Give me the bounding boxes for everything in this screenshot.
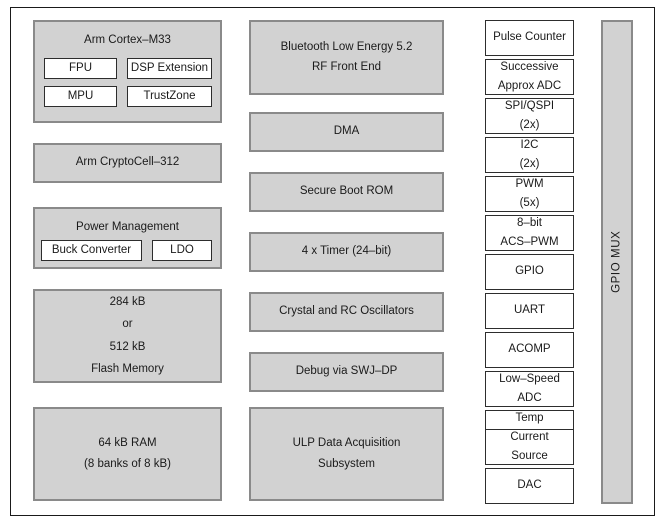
oscillators-label: Crystal and RC Oscillators	[279, 305, 414, 318]
dsp-extension-label: DSP Extension	[130, 61, 209, 74]
low-speed-adc-block: Low–Speed ADC	[485, 371, 574, 407]
i2c-block: I2C (2x)	[485, 137, 574, 173]
dsp-extension-subblock: DSP Extension	[127, 58, 212, 79]
flash-line-2: or	[122, 318, 133, 330]
dma-block: DMA	[249, 112, 444, 152]
pwm-block: PWM (5x)	[485, 176, 574, 212]
sar-adc-block: Successive Approx ADC	[485, 59, 574, 95]
ble-radio-line-1: Bluetooth Low Energy 5.2	[280, 40, 413, 53]
ram-line-1: 64 kB RAM	[98, 437, 157, 449]
cortex-m33-label: Arm Cortex–M33	[84, 34, 171, 46]
secure-boot-rom-block: Secure Boot ROM	[249, 172, 444, 212]
ble-radio-block: Bluetooth Low Energy 5.2 RF Front End	[249, 20, 444, 95]
secure-boot-rom-label: Secure Boot ROM	[299, 185, 394, 198]
flash-line-1: 284 kB	[109, 295, 146, 308]
acs-pwm-line-1: 8–bit	[517, 217, 542, 229]
spi-qspi-line-1: SPI/QSPI	[504, 100, 555, 112]
timer-label: 4 x Timer (24–bit)	[301, 245, 392, 258]
acs-pwm-block: 8–bit ACS–PWM	[485, 215, 574, 251]
cryptocell-block: Arm CryptoCell–312	[33, 143, 222, 183]
low-speed-adc-line-2: ADC	[517, 391, 542, 404]
dac-label: DAC	[517, 479, 542, 492]
current-source-block: Current Source	[485, 429, 574, 465]
oscillators-block: Crystal and RC Oscillators	[249, 292, 444, 332]
uart-label: UART	[513, 304, 546, 317]
flash-line-4: Flash Memory	[91, 363, 164, 375]
pulse-counter-block: Pulse Counter	[485, 20, 574, 56]
trustzone-subblock: TrustZone	[127, 86, 212, 107]
ram-block: 64 kB RAM (8 banks of 8 kB)	[33, 407, 222, 501]
mpu-label: MPU	[67, 89, 94, 102]
i2c-line-2: (2x)	[519, 157, 540, 170]
buck-converter-label: Buck Converter	[51, 243, 132, 256]
gpio-mux-block: GPIO MUX	[601, 20, 633, 504]
ble-radio-line-2: RF Front End	[311, 61, 382, 73]
flash-line-3: 512 kB	[109, 340, 146, 353]
pulse-counter-label: Pulse Counter	[493, 31, 566, 44]
i2c-line-1: I2C	[520, 139, 539, 151]
acs-pwm-line-2: ACS–PWM	[500, 235, 559, 248]
flash-memory-block: 284 kB or 512 kB Flash Memory	[33, 289, 222, 383]
fpu-label: FPU	[69, 61, 92, 74]
acomp-block: ACOMP	[485, 332, 574, 368]
trustzone-label: TrustZone	[143, 89, 196, 102]
fpu-subblock: FPU	[44, 58, 117, 79]
gpio-label: GPIO	[515, 265, 544, 278]
debug-block: Debug via SWJ–DP	[249, 352, 444, 392]
ulp-daq-line-2: Subsystem	[318, 457, 375, 470]
spi-qspi-line-2: (2x)	[519, 118, 540, 131]
dma-label: DMA	[333, 125, 360, 138]
power-management-label: Power Management	[76, 221, 179, 233]
mpu-subblock: MPU	[44, 86, 117, 107]
dac-block: DAC	[485, 468, 574, 504]
timer-block: 4 x Timer (24–bit)	[249, 232, 444, 272]
sar-adc-line-1: Successive	[500, 61, 559, 73]
ram-line-2: (8 banks of 8 kB)	[84, 457, 171, 470]
temp-sensor-line-1: Temp	[515, 412, 544, 424]
low-speed-adc-line-1: Low–Speed	[499, 373, 560, 385]
debug-label: Debug via SWJ–DP	[295, 365, 398, 378]
ulp-daq-block: ULP Data Acquisition Subsystem	[249, 407, 444, 501]
ldo-label: LDO	[170, 243, 194, 256]
cryptocell-label: Arm CryptoCell–312	[75, 156, 180, 169]
pwm-line-1: PWM	[515, 178, 544, 190]
uart-block: UART	[485, 293, 574, 329]
current-source-line-2: Source	[511, 449, 548, 462]
ldo-subblock: LDO	[152, 240, 212, 261]
sar-adc-line-2: Approx ADC	[497, 79, 562, 92]
gpio-block: GPIO	[485, 254, 574, 290]
spi-qspi-block: SPI/QSPI (2x)	[485, 98, 574, 134]
current-source-line-1: Current	[510, 431, 549, 443]
buck-converter-subblock: Buck Converter	[41, 240, 142, 261]
ulp-daq-line-1: ULP Data Acquisition	[292, 437, 401, 449]
pwm-line-2: (5x)	[519, 196, 540, 209]
acomp-label: ACOMP	[508, 343, 551, 356]
gpio-mux-label: GPIO MUX	[610, 230, 623, 294]
